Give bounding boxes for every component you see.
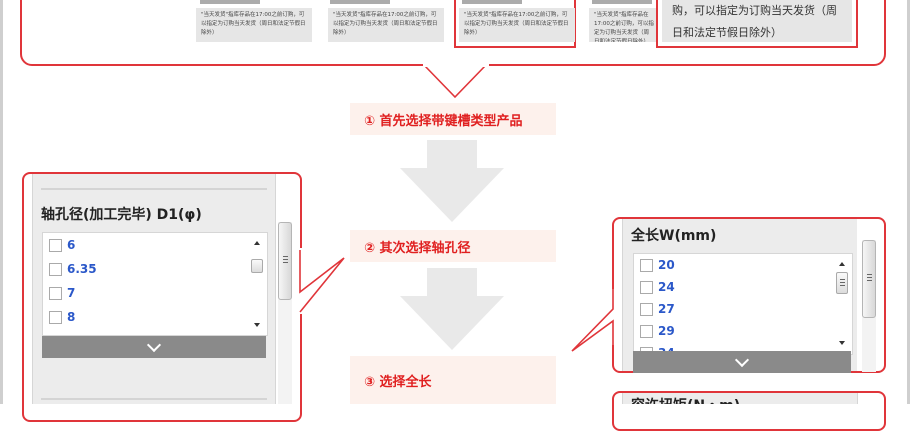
panel-scroll-thumb[interactable] — [862, 240, 876, 318]
length-filter-title: 全长W(mm) — [631, 228, 717, 244]
option-6[interactable]: 6 — [43, 233, 267, 257]
scroll-thumb[interactable] — [836, 272, 848, 294]
option-label: 29 — [658, 324, 675, 338]
card-title-fragment — [330, 0, 390, 4]
card-shipping-note: "当天发货"指库存品在17:00之前订购，可以指定为订购当天发货（周日和法定节假… — [328, 8, 444, 42]
scroll-down-icon[interactable] — [254, 323, 260, 327]
scroll-up-icon[interactable] — [839, 262, 845, 266]
option-label: 34 — [658, 346, 675, 354]
selection-highlight — [454, 0, 576, 48]
checkbox[interactable] — [640, 324, 653, 338]
option-6-35[interactable]: 6.35 — [43, 257, 267, 281]
step-2-banner: ② 其次选择轴孔径 — [350, 230, 556, 262]
option-24[interactable]: 24 — [634, 276, 852, 298]
scroll-down-icon[interactable] — [839, 341, 845, 345]
panel-pointer-left — [296, 248, 345, 314]
scroll-up-icon[interactable] — [254, 241, 260, 245]
panel-pointer-right — [571, 289, 618, 352]
card-title-fragment — [592, 0, 652, 4]
option-7[interactable]: 7 — [43, 281, 267, 305]
option-29[interactable]: 29 — [634, 320, 852, 342]
divider — [41, 188, 267, 190]
step-1-banner: ① 首先选择带键槽类型产品 — [350, 103, 556, 135]
chevron-down-icon — [734, 352, 750, 367]
expand-list-button[interactable] — [42, 336, 266, 358]
chevron-down-icon — [146, 337, 162, 352]
length-options-list[interactable]: 20 24 27 29 34 — [633, 253, 853, 355]
callout-pointer — [410, 64, 510, 99]
bore-filter-panel: 轴孔径(加工完毕) D1(φ) 6 6.35 7 8 — [32, 174, 276, 404]
option-label: 8 — [67, 310, 76, 324]
bore-options-list[interactable]: 6 6.35 7 8 — [42, 232, 268, 336]
option-label: 27 — [658, 302, 675, 316]
page-edge-left — [0, 0, 3, 404]
card-title-fragment — [200, 0, 260, 4]
option-label: 24 — [658, 280, 675, 294]
checkbox[interactable] — [640, 346, 653, 354]
option-34[interactable]: 34 — [634, 342, 852, 354]
checkbox[interactable] — [640, 280, 653, 294]
option-8[interactable]: 8 — [43, 305, 267, 329]
zoomed-line-1: 购，可以指定为订购当天发货（周 — [672, 4, 837, 17]
step-3-banner: ③ 选择全长 — [350, 356, 556, 404]
length-filter-panel: 全长W(mm) 20 24 27 29 34 — [622, 219, 857, 373]
callout-pointer-mask — [423, 64, 489, 67]
list-scrollbar[interactable] — [249, 233, 265, 333]
divider — [41, 398, 267, 400]
panel-scrollbar[interactable] — [862, 240, 876, 372]
card-shipping-note: "当天发货"指库存品在17:00之前订购，可以指定为订购当天发货（周日和法定节假… — [196, 8, 312, 42]
list-scrollbar[interactable] — [834, 254, 850, 352]
card-title-fragment — [462, 0, 522, 4]
checkbox[interactable] — [640, 258, 653, 272]
panel-scroll-thumb[interactable] — [278, 222, 292, 300]
bore-filter-title: 轴孔径(加工完毕) D1(φ) — [41, 207, 202, 223]
zoomed-card: 购，可以指定为订购当天发货（周 日和法定节假日除外） — [656, 0, 858, 48]
checkbox[interactable] — [49, 286, 62, 300]
option-label: 6 — [67, 238, 76, 252]
scroll-thumb[interactable] — [251, 259, 263, 273]
page-edge-right — [907, 0, 910, 404]
zoomed-line-2: 日和法定节假日除外） — [672, 26, 782, 39]
card-shipping-note: "当天发货"指库存品在17:00之前订购，可以指定为订购当天发货（周日和法定节假… — [459, 8, 575, 42]
option-label: 20 — [658, 258, 675, 272]
down-arrow-icon — [400, 268, 504, 352]
option-label: 7 — [67, 286, 76, 300]
zoomed-card-text: 购，可以指定为订购当天发货（周 日和法定节假日除外） — [662, 0, 852, 42]
checkbox[interactable] — [49, 262, 62, 276]
checkbox[interactable] — [640, 302, 653, 316]
panel-scrollbar[interactable] — [278, 222, 292, 404]
option-27[interactable]: 27 — [634, 298, 852, 320]
torque-filter-panel: 容许扭矩(N・m) — [622, 393, 858, 404]
checkbox[interactable] — [49, 310, 62, 324]
checkbox[interactable] — [49, 238, 62, 252]
expand-list-button[interactable] — [633, 351, 851, 373]
torque-filter-title: 容许扭矩(N・m) — [631, 395, 740, 404]
option-20[interactable]: 20 — [634, 254, 852, 276]
down-arrow-icon — [400, 140, 504, 224]
card-shipping-note: "当天发货"指库存品在17:00之前订购，可以指定为订购当天发货（周日和法定节假… — [589, 8, 659, 42]
option-label: 6.35 — [67, 262, 97, 276]
